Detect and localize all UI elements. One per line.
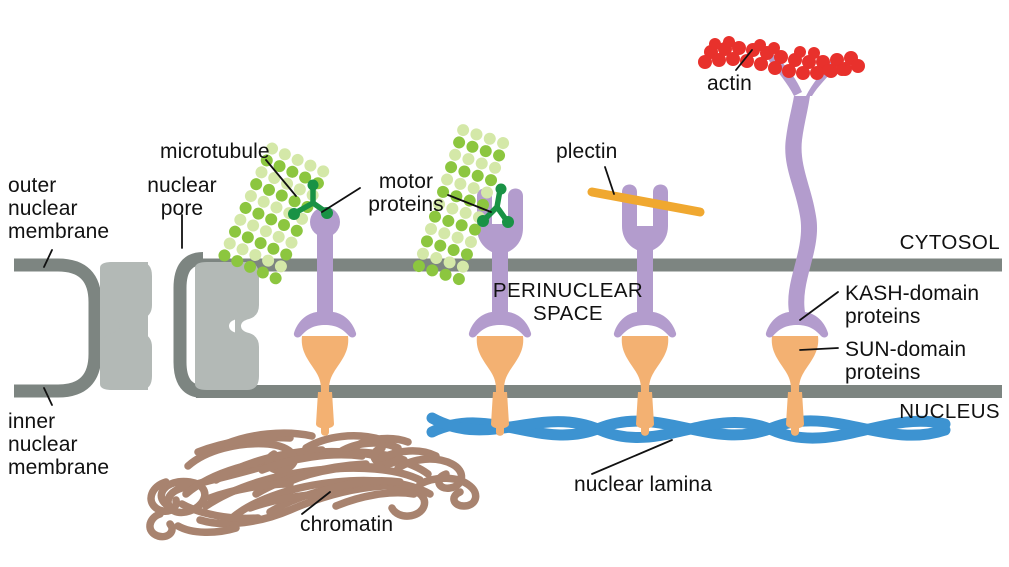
label-outer-nuclear-membrane: outer nuclear membrane — [8, 174, 110, 243]
leader-kash — [799, 291, 839, 321]
label-perinuclear-space: PERINUCLEAR SPACE — [492, 279, 644, 325]
label-nucleus: NUCLEUS — [899, 400, 1000, 423]
leader-motor-2 — [447, 194, 492, 213]
leader-plectin — [604, 166, 615, 195]
lamina-strand-2 — [426, 412, 951, 444]
nuclear-pore-2-left — [195, 262, 247, 390]
label-microtubule: microtubule — [160, 140, 270, 163]
sun-domain-1 — [301, 336, 349, 436]
leader-actin — [735, 49, 753, 71]
membrane-left-fold — [14, 258, 102, 398]
nuclear-lamina — [426, 412, 951, 444]
sun-domain-4 — [771, 336, 819, 436]
kash-domain-2 — [468, 230, 532, 338]
label-sun-domain-proteins: SUN-domain proteins — [845, 338, 967, 384]
label-inner-nuclear-membrane: inner nuclear membrane — [8, 410, 110, 479]
inner-membrane-main — [196, 385, 1002, 398]
motor-protein-2 — [477, 183, 514, 228]
sun-domain-3 — [621, 336, 669, 436]
leader-inner-membrane — [43, 387, 53, 406]
actin-filament — [698, 36, 865, 80]
kash-domain-3 — [613, 232, 677, 338]
label-motor-proteins: motor proteins — [368, 170, 444, 216]
label-nuclear-pore: nuclear pore — [147, 174, 217, 220]
label-nuclear-lamina: nuclear lamina — [574, 473, 712, 496]
kash-complex-1 — [293, 207, 357, 436]
nuclear-pore-complexes — [100, 262, 259, 390]
label-cytosol: CYTOSOL — [899, 231, 1000, 254]
leader-outer-membrane — [43, 249, 53, 268]
leader-lamina — [591, 439, 673, 475]
label-chromatin: chromatin — [300, 513, 394, 536]
leader-sun — [799, 347, 839, 351]
sun-domain-2 — [476, 336, 524, 436]
leader-microtubule — [265, 159, 297, 197]
leader-motor-1 — [321, 187, 361, 213]
leader-lines — [43, 49, 839, 515]
label-plectin: plectin — [556, 140, 618, 163]
nuclear-pore-1-right — [102, 262, 148, 390]
label-actin: actin — [707, 72, 752, 95]
kash-domain-4 — [765, 96, 829, 338]
nuclear-pore-2-right — [235, 262, 259, 390]
membrane-pore2-fold — [173, 252, 204, 398]
kash-domain-1 — [293, 214, 357, 338]
label-kash-domain-proteins: KASH-domain proteins — [845, 282, 980, 328]
plectin-filament — [587, 187, 705, 217]
leader-chromatin — [301, 491, 331, 515]
outer-membrane-main — [196, 258, 1002, 272]
chromatin-mass — [146, 429, 480, 541]
